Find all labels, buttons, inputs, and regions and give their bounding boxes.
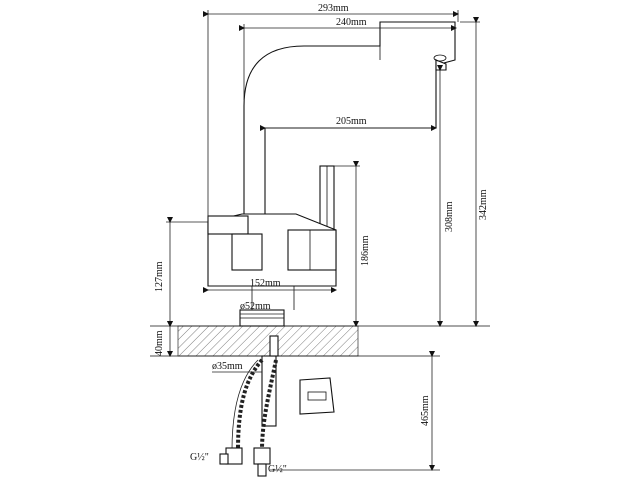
label-total-height: 342mm — [478, 189, 489, 220]
label-deck-thickness: 40mm — [154, 330, 165, 356]
label-spout-reach: 240mm — [336, 17, 367, 28]
label-hose-length: 465mm — [420, 395, 431, 426]
dimension-labels: 293mm 240mm 205mm 152mm ø52mm 308mm 342m… — [154, 3, 489, 475]
label-thread-left: G½" — [190, 452, 209, 463]
label-body-width: 152mm — [250, 278, 281, 289]
label-lever-height: 186mm — [360, 235, 371, 266]
label-height-to-spout: 308mm — [444, 201, 455, 232]
filter-lever — [319, 165, 335, 231]
mounting-assembly — [219, 335, 335, 477]
label-thread-right: G½" — [268, 464, 287, 475]
label-mount-hole: ø35mm — [212, 361, 243, 372]
label-body-height: 127mm — [154, 261, 165, 292]
countertop — [150, 325, 490, 357]
faucet-base — [239, 309, 285, 327]
faucet-body — [207, 213, 337, 310]
label-base-diameter: ø52mm — [240, 301, 271, 312]
label-total-width: 293mm — [318, 3, 349, 14]
label-spout-inner-reach: 205mm — [336, 116, 367, 127]
dimension-lines — [166, 10, 480, 471]
